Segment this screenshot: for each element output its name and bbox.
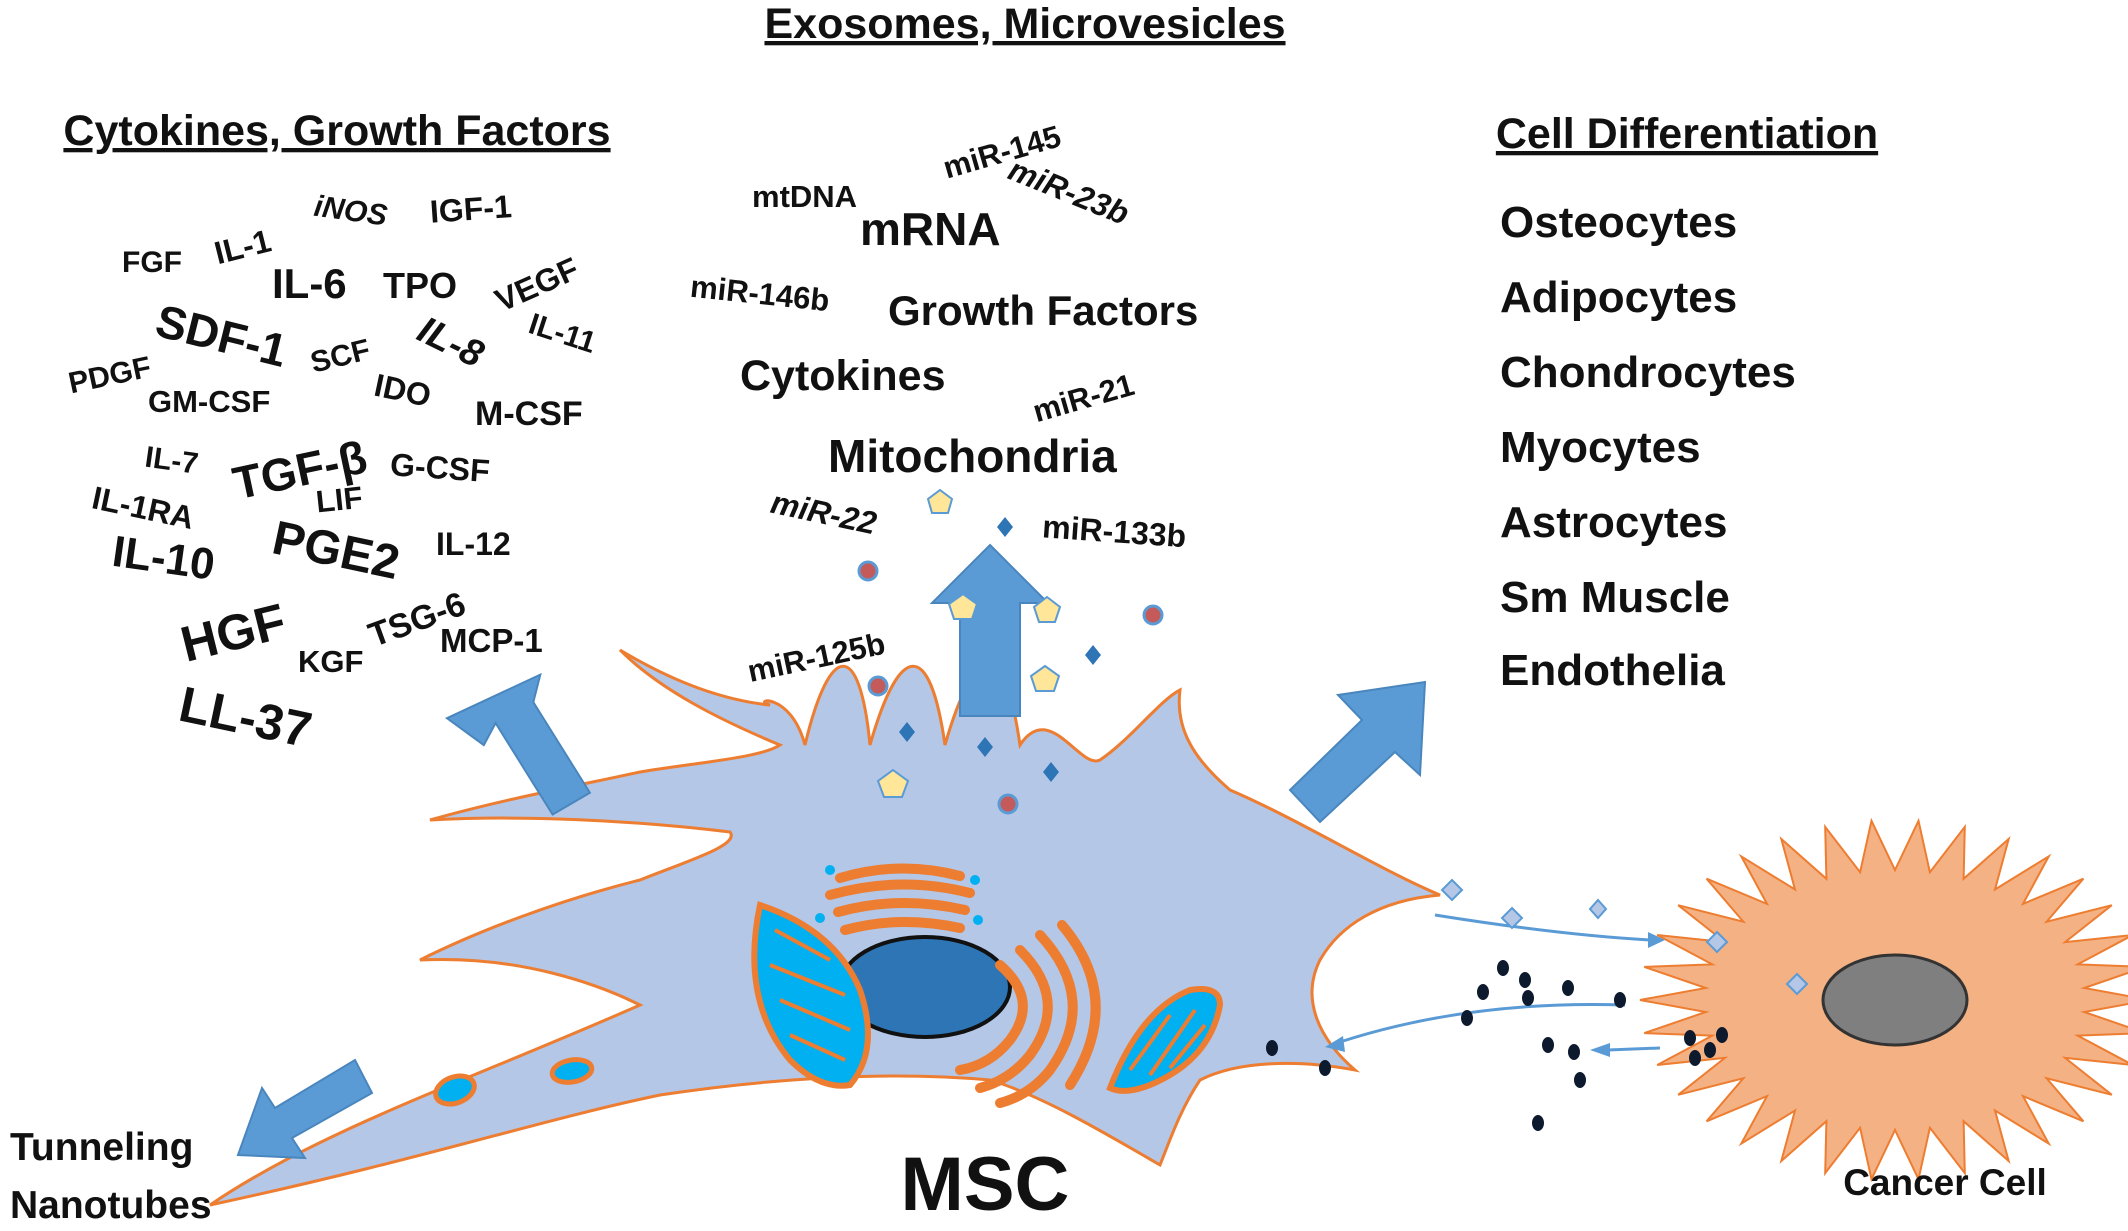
heading-exosomes: Exosomes, Microvesicles xyxy=(764,0,1285,48)
black-particles xyxy=(1266,960,1728,1131)
cancer-nucleus xyxy=(1821,953,1969,1047)
light-diamond xyxy=(1785,972,1809,996)
cytokine-term: iNOS xyxy=(312,190,389,233)
mitochondrion-small xyxy=(549,1057,595,1085)
cytokine-term: LL-37 xyxy=(174,676,316,759)
cytokine-term: FGF xyxy=(122,246,182,279)
exosome-particles xyxy=(857,488,1164,815)
msc-label: MSC xyxy=(901,1142,1070,1226)
cytokine-term: IL-1 xyxy=(211,222,275,271)
pentagon-particle xyxy=(1029,664,1061,692)
exosome-term: miR-125b xyxy=(744,626,888,689)
cytokine-term: M-CSF xyxy=(475,395,583,433)
cytokine-term: G-CSF xyxy=(389,446,491,489)
cell-type-item: Adipocytes xyxy=(1500,273,1737,322)
exosome-term: miR-22 xyxy=(768,484,880,541)
pentagon-particle xyxy=(926,488,954,514)
cytokine-term: HGF xyxy=(175,593,291,673)
cell-type-item: Myocytes xyxy=(1500,423,1701,472)
light-diamond xyxy=(1588,898,1608,920)
cytokine-term: IL-12 xyxy=(436,526,511,562)
light-diamond xyxy=(1440,878,1464,902)
mirna-dot xyxy=(867,675,889,697)
diamond-particle xyxy=(997,517,1013,537)
cytokine-term: IGF-1 xyxy=(429,188,513,230)
exosome-term: miR-146b xyxy=(689,269,831,318)
cell-signaling xyxy=(1266,878,1809,1131)
cell-type-item: Endothelia xyxy=(1500,646,1725,695)
mirna-dot xyxy=(857,560,879,582)
cytokine-term: GM-CSF xyxy=(148,384,270,419)
tunneling-label-line2: Nanotubes xyxy=(10,1184,212,1226)
diamond-particle xyxy=(1085,645,1101,665)
exosome-term: mRNA xyxy=(860,203,1001,255)
diamond-particle xyxy=(1043,762,1059,782)
signal-arrow-from-cancer xyxy=(1590,1043,1610,1057)
cytokine-term: TPO xyxy=(383,265,457,306)
cytokine-term: IL-10 xyxy=(109,527,218,590)
cytokine-term: IL-6 xyxy=(272,260,347,307)
arrow-up-center xyxy=(929,543,1051,717)
cytokine-term: IDO xyxy=(371,367,434,414)
cell-type-list: Osteocytes Adipocytes Chondrocytes Myocy… xyxy=(1500,198,1796,695)
exosome-term: miR-23b xyxy=(1004,151,1135,232)
msc-cell-body xyxy=(209,648,1441,1207)
mitochondrion-right xyxy=(1106,986,1224,1094)
mitochondrion-left xyxy=(751,901,871,1089)
signal-line xyxy=(1607,1046,1661,1052)
cytokine-term: SCF xyxy=(307,333,373,380)
cytokine-term: PDGF xyxy=(66,351,154,401)
cancer-cell xyxy=(1639,817,2128,1183)
cancer-cell-label: Cancer Cell xyxy=(1843,1162,2047,1203)
exosome-term: miR-21 xyxy=(1029,367,1138,429)
cytokine-term: MCP-1 xyxy=(440,622,543,659)
tunneling-label-line1: Tunneling xyxy=(10,1126,193,1169)
cytokine-cloud: FGF IL-1 iNOS IGF-1 IL-6 TPO VEGF SDF-1 … xyxy=(66,188,600,758)
pentagon-particle xyxy=(947,592,979,620)
signal-arrow-to-msc xyxy=(1339,1002,1626,1044)
mirna-dot xyxy=(1142,604,1164,626)
pentagon-particle xyxy=(876,768,910,798)
cytokine-term: LIF xyxy=(314,480,364,520)
pentagon-particle xyxy=(1032,595,1062,623)
signal-arrowhead xyxy=(1648,932,1665,948)
golgi-apparatus xyxy=(815,863,983,935)
heading-cell-differentiation: Cell Differentiation xyxy=(1496,110,1878,158)
mitochondrion-small xyxy=(433,1073,477,1107)
cell-type-item: Osteocytes xyxy=(1500,198,1737,247)
cell-type-item: Chondrocytes xyxy=(1500,348,1796,397)
cell-type-item: Astrocytes xyxy=(1500,498,1727,547)
cytokine-term: IL-1RA xyxy=(89,479,197,536)
cytokine-term: PGE2 xyxy=(268,512,404,590)
cell-type-item: Sm Muscle xyxy=(1500,573,1730,622)
signal-arrow-to-cancer xyxy=(1434,913,1651,942)
exosome-term: mtDNA xyxy=(752,179,857,214)
light-diamond xyxy=(1705,930,1729,954)
exosome-term: Cytokines xyxy=(740,352,946,400)
cytokine-term: IL-8 xyxy=(411,309,491,377)
exosome-term: Mitochondria xyxy=(828,430,1117,482)
arrow-up-right xyxy=(1288,680,1427,824)
exosome-term: miR-133b xyxy=(1041,508,1187,554)
endoplasmic-reticulum xyxy=(955,920,1101,1108)
exosome-term: Growth Factors xyxy=(888,287,1198,334)
mirna-dot xyxy=(997,793,1019,815)
arrow-up-left xyxy=(445,672,592,816)
cytokine-term: KGF xyxy=(298,644,363,679)
cytokine-term: IL-7 xyxy=(143,441,200,481)
light-diamond xyxy=(1500,906,1524,930)
diamond-particle xyxy=(899,722,915,742)
arrow-down-left xyxy=(236,1058,374,1160)
signal-arrowhead xyxy=(1325,1036,1345,1052)
cytokine-term: IL-11 xyxy=(525,307,600,360)
diamond-particle xyxy=(977,737,993,757)
heading-cytokines: Cytokines, Growth Factors xyxy=(63,107,610,155)
